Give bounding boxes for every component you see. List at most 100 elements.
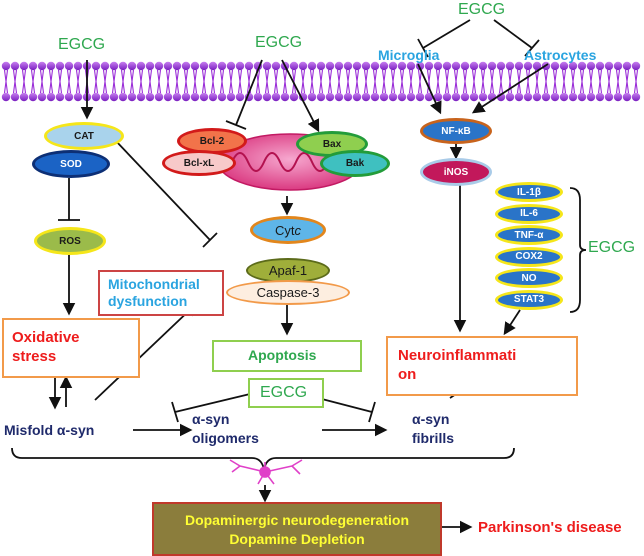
membrane-head	[64, 92, 74, 102]
microglia-label: Microglia	[378, 47, 440, 63]
membrane-head	[181, 61, 191, 71]
egcg-label-top-right: EGCG	[458, 1, 506, 18]
asyn-oligomers-line2: oligomers	[192, 430, 259, 446]
membrane-tail	[633, 69, 639, 94]
membrane-head	[100, 92, 110, 102]
membrane-head	[262, 92, 272, 102]
membrane-tail	[561, 69, 567, 94]
membrane-tail	[183, 69, 189, 94]
mitochondrial-dysfunction-box: Mitochondrial dysfunction	[98, 270, 224, 316]
membrane-tail	[57, 69, 63, 94]
membrane-head	[496, 61, 506, 71]
membrane-head	[190, 61, 200, 71]
membrane-tail	[201, 69, 207, 94]
membrane-head	[559, 61, 569, 71]
membrane-tail	[3, 69, 9, 94]
membrane-head	[406, 92, 416, 102]
membrane-tail	[237, 69, 243, 94]
oxidative-stress-box: Oxidative stress	[2, 318, 140, 378]
membrane-head	[235, 61, 245, 71]
membrane-head	[208, 61, 218, 71]
nfkb-oval: NF-κB	[420, 118, 492, 144]
membrane-head	[235, 92, 245, 102]
membrane-tail	[264, 69, 270, 94]
membrane-tail	[174, 69, 180, 94]
membrane-head	[406, 61, 416, 71]
membrane-head	[100, 61, 110, 71]
membrane-head	[334, 61, 344, 71]
cytokine-oval: STAT3	[495, 289, 563, 310]
membrane-head	[397, 61, 407, 71]
membrane-tail	[480, 69, 486, 94]
membrane-tail	[552, 69, 558, 94]
membrane-head	[316, 61, 326, 71]
membrane-tail	[453, 69, 459, 94]
egcg-label-left: EGCG	[58, 36, 106, 53]
membrane-tail	[138, 69, 144, 94]
membrane-head	[127, 61, 137, 71]
membrane-tail	[12, 69, 18, 94]
membrane-head	[532, 61, 542, 71]
membrane-head	[460, 92, 470, 102]
membrane-tail	[435, 69, 441, 94]
membrane-tail	[408, 69, 414, 94]
membrane-head	[46, 61, 56, 71]
cell-membrane-band	[1, 61, 641, 102]
membrane-head	[514, 92, 524, 102]
membrane-head	[271, 92, 281, 102]
membrane-tail	[39, 69, 45, 94]
astrocytes-label: Astrocytes	[524, 47, 597, 63]
membrane-head	[595, 92, 605, 102]
membrane-tail	[165, 69, 171, 94]
membrane-head	[145, 61, 155, 71]
membrane-tail	[228, 69, 234, 94]
membrane-head	[37, 92, 47, 102]
membrane-tail	[534, 69, 540, 94]
membrane-head	[505, 92, 515, 102]
membrane-head	[226, 92, 236, 102]
cytc-label-italic: c	[294, 222, 302, 238]
membrane-head	[361, 61, 371, 71]
membrane-head	[55, 61, 65, 71]
membrane-tail	[390, 69, 396, 94]
membrane-head	[19, 61, 29, 71]
membrane-tail	[93, 69, 99, 94]
membrane-head	[541, 92, 551, 102]
membrane-head	[631, 61, 641, 71]
membrane-head	[145, 92, 155, 102]
membrane-head	[136, 61, 146, 71]
membrane-head	[28, 61, 38, 71]
membrane-head	[433, 92, 443, 102]
cytc-oval: Cyt c	[250, 216, 326, 244]
dopaminergic-line2: Dopamine Depletion	[229, 531, 365, 547]
membrane-tail	[147, 69, 153, 94]
membrane-tail	[372, 69, 378, 94]
membrane-head	[271, 61, 281, 71]
membrane-head	[487, 61, 497, 71]
oxidative-stress-line2: stress	[12, 348, 57, 365]
membrane-tail	[219, 69, 225, 94]
asyn-fibrils-line2: fibrills	[412, 430, 455, 446]
cat-oval: CAT	[44, 122, 124, 150]
apaf1-oval: Apaf-1	[246, 258, 330, 283]
membrane-head	[55, 92, 65, 102]
membrane-head	[613, 92, 623, 102]
membrane-head	[451, 92, 461, 102]
membrane-head	[10, 92, 20, 102]
membrane-tail	[75, 69, 81, 94]
membrane-tail	[192, 69, 198, 94]
apoptosis-label: Apoptosis	[248, 347, 317, 363]
membrane-head	[280, 92, 290, 102]
egcg-box-bottom: EGCG	[248, 378, 324, 408]
membrane-tail	[597, 69, 603, 94]
membrane-head	[172, 92, 182, 102]
membrane-head	[262, 61, 272, 71]
membrane-head	[604, 92, 614, 102]
membrane-head	[595, 61, 605, 71]
egcg-label-cytokines: EGCG	[588, 239, 636, 256]
membrane-head	[550, 61, 560, 71]
membrane-tail	[363, 69, 369, 94]
membrane-head	[451, 61, 461, 71]
membrane-tail	[354, 69, 360, 94]
